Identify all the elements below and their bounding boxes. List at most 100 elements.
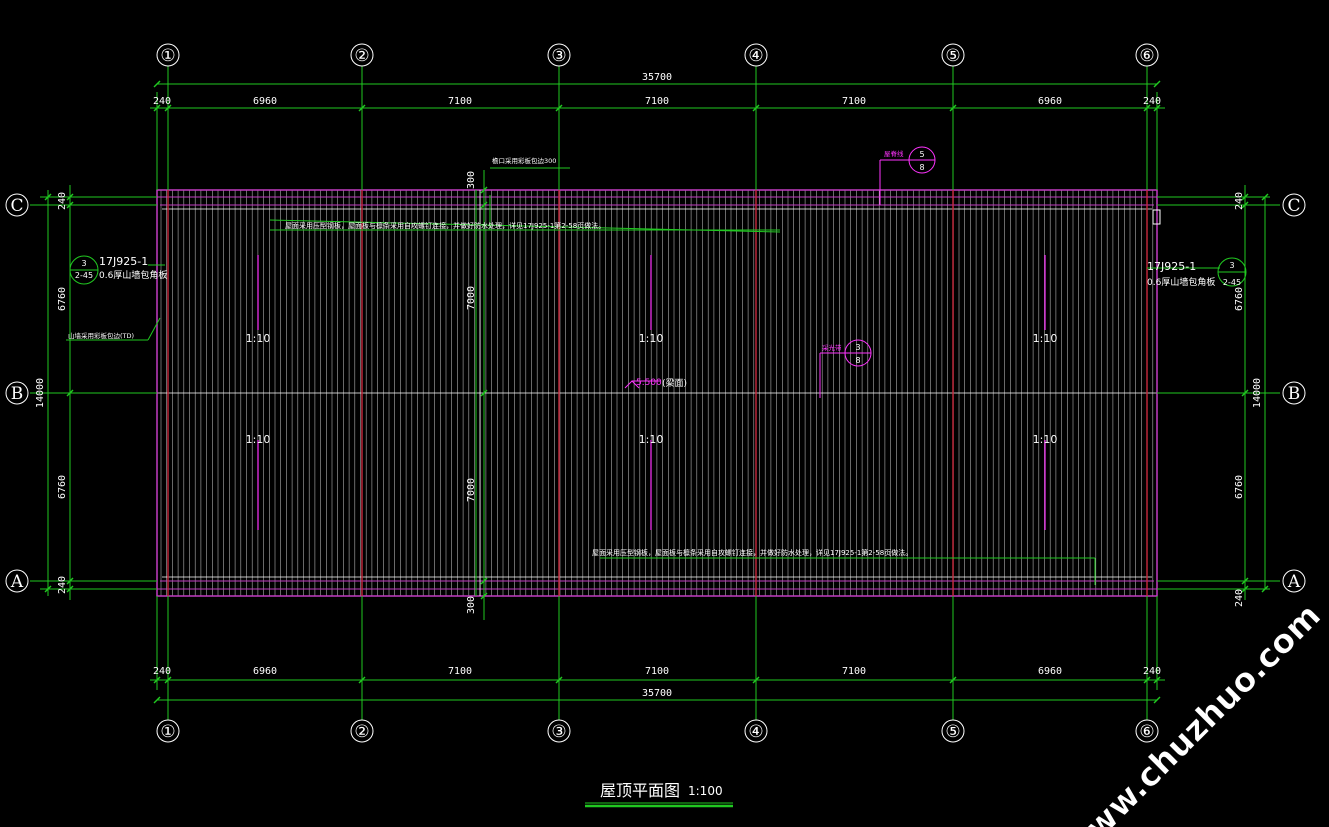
axis-label-5: ⑤ [945,722,960,742]
top-seg-label: 7100 [842,96,866,107]
axis-bubble-5 [941,719,965,743]
overhang-bottom-label: 300 [466,596,477,614]
dimension-tick [164,104,172,112]
axis-label-4: ④ [748,722,763,742]
axis-bubble-A [1282,569,1306,593]
dimension-tick [555,104,563,112]
axis-bubble-4 [744,719,768,743]
dimension-tick [949,676,957,684]
dimension-tick [480,592,488,600]
drawing-title: 屋顶平面图 [600,781,680,800]
dimension-tick [555,676,563,684]
vent-page: 8 [855,356,860,365]
axis-bubble-3 [547,719,571,743]
dimension-tick [66,389,74,397]
left-ref-page: 2-45 [75,271,93,280]
axis-bubble-2 [350,719,374,743]
vent-num: 3 [855,343,860,352]
edge-box [1152,209,1161,225]
axis-bubble-6 [1135,43,1159,67]
right-seg-label: 6760 [1234,287,1245,311]
bottom-seg-label: 240 [1143,666,1161,677]
axis-label-C: C [1287,196,1300,216]
axis-label-6: ⑥ [1139,722,1154,742]
upper-long-note: 屋面采用压型钢板，屋面板与檩条采用自攻螺钉连接，并做好防水处理，详见17J925… [285,221,605,230]
axis-label-2: ② [354,46,369,66]
dimension-tick [949,104,957,112]
bottom-seg-label: 240 [153,666,171,677]
top-seg-label: 6960 [1038,96,1062,107]
axis-label-B: B [11,384,24,404]
bottom-seg-label: 6960 [253,666,277,677]
mid-upper-label: 7000 [466,286,477,310]
axis-label-3: ③ [551,46,566,66]
dimension-tick [66,201,74,209]
axis-bubble-B [5,381,29,405]
right-ref-num: 3 [1229,261,1234,270]
elevation-note: (梁面) [662,377,687,389]
axis-bubble-5 [941,43,965,67]
axis-label-1: ① [160,46,175,66]
axis-bubble-1 [156,43,180,67]
dimension-tick [1143,104,1151,112]
dimension-tick [1153,104,1161,112]
left-ref-num: 3 [81,259,86,268]
slope-label: 1:10 [246,332,271,345]
bottom-total-label: 35700 [642,688,672,699]
ridge-num: 5 [919,150,924,159]
lower-long-note: 屋面采用压型钢板，屋面板与檩条采用自攻螺钉连接，并做好防水处理，详见17J925… [592,548,912,557]
bottom-seg-label: 7100 [448,666,472,677]
right-ref-desc: 0.6厚山墙包角板 [1147,276,1215,288]
axis-label-5: ⑤ [945,46,960,66]
mid-lower-label: 7000 [466,478,477,502]
dimension-tick [480,186,488,194]
axis-label-4: ④ [748,46,763,66]
top-note: 檐口采用彩板包边300 [492,156,556,165]
bottom-seg-label: 7100 [842,666,866,677]
axis-label-3: ③ [551,722,566,742]
right-seg-label: 240 [1234,192,1245,210]
left-seg-label: 240 [57,192,68,210]
ridge-page: 8 [919,163,924,172]
dimension-tick [164,676,172,684]
axis-bubble-2 [350,43,374,67]
slope-label: 1:10 [639,433,664,446]
elevation-value: 5.500 [636,378,662,388]
dimension-tick [1261,585,1269,593]
roof-ribs [157,190,1157,596]
axis-bubble-B [1282,381,1306,405]
dimension-tick [44,585,52,593]
left-ref-desc: 0.6厚山墙包角板 [99,269,167,281]
left-total-label: 14000 [35,378,46,408]
axis-label-6: ⑥ [1139,46,1154,66]
note-leader [147,317,161,341]
dimension-tick [44,193,52,201]
dimension-tick [66,193,74,201]
overhang-top-label: 300 [466,171,477,189]
top-seg-label: 240 [1143,96,1161,107]
slope-label: 1:10 [246,433,271,446]
ridge-label: 屋脊线 [884,149,904,158]
axis-bubble-4 [744,43,768,67]
bottom-seg-label: 6960 [1038,666,1062,677]
right-seg-label: 6760 [1234,475,1245,499]
dimension-tick [1241,201,1249,209]
axis-label-A: A [1287,572,1301,592]
right-ref-page: 2-45 [1223,278,1241,287]
dimension-tick [66,585,74,593]
top-seg-label: 6960 [253,96,277,107]
dimension-tick [480,201,488,209]
left-ref-code: 17J925-1 [99,255,148,268]
dimension-tick [66,577,74,585]
dimension-tick [1241,193,1249,201]
left-side-note: 山墙采用彩板包边(TD) [68,331,134,340]
axis-bubble-6 [1135,719,1159,743]
top-seg-label: 7100 [645,96,669,107]
bottom-seg-label: 7100 [645,666,669,677]
axis-bubble-3 [547,43,571,67]
axis-bubble-C [1282,193,1306,217]
dimension-tick [480,577,488,585]
dimension-tick [358,676,366,684]
axis-label-1: ① [160,722,175,742]
